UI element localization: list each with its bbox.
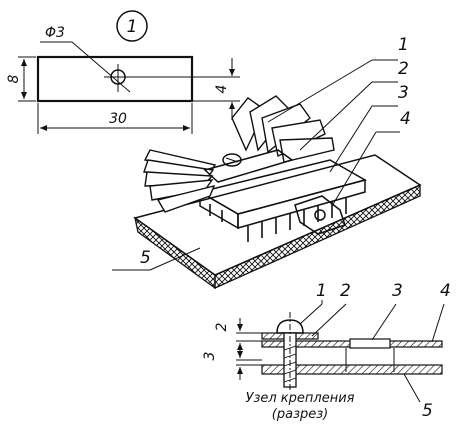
board-edge-left <box>134 216 216 290</box>
plate-outline <box>36 55 194 103</box>
detail-number: 1 <box>127 17 138 37</box>
iso-callouts: 1 2 3 4 5 <box>112 35 411 271</box>
section-dim-3: 3 <box>202 352 218 361</box>
clamp-plate <box>203 149 294 183</box>
heatsink-fins <box>143 95 335 213</box>
iso-callout-4: 4 <box>400 109 411 129</box>
detail-number-circle <box>116 10 148 42</box>
section-callout-1: 1 <box>316 281 327 301</box>
section-caption-line1: Узел крепления <box>246 391 355 406</box>
hole-leader <box>71 41 131 93</box>
chip-left <box>199 190 239 230</box>
tab-hole <box>314 209 326 221</box>
section-view: 2 3 <box>202 312 443 392</box>
top-screw <box>222 153 242 167</box>
iso-callout-5: 5 <box>140 248 151 268</box>
section-callouts: 1 2 3 4 5 <box>299 281 451 421</box>
iso-callout-2: 2 <box>398 59 409 79</box>
section-dim-2: 2 <box>214 322 230 331</box>
section-callout-5: 5 <box>422 401 433 421</box>
isometric-assembly <box>133 95 422 290</box>
width-dim-label: 30 <box>109 111 127 127</box>
section-caption-line2: (разрез) <box>272 407 328 422</box>
mounting-tab <box>294 195 346 235</box>
plate-detail: 1 Φ3 8 4 30 <box>6 10 240 134</box>
section-chip <box>349 338 391 349</box>
hole-diameter-label: Φ3 <box>45 25 65 41</box>
hole-offset-label: 4 <box>214 85 230 94</box>
section-callout-2: 2 <box>340 281 351 301</box>
board-edge-front <box>214 184 421 290</box>
section-callout-4: 4 <box>440 281 451 301</box>
height-dim-label: 8 <box>6 74 22 83</box>
iso-callout-3: 3 <box>398 83 409 103</box>
section-board <box>261 364 443 375</box>
section-callout-3: 3 <box>392 281 403 301</box>
iso-callout-1: 1 <box>398 35 409 55</box>
